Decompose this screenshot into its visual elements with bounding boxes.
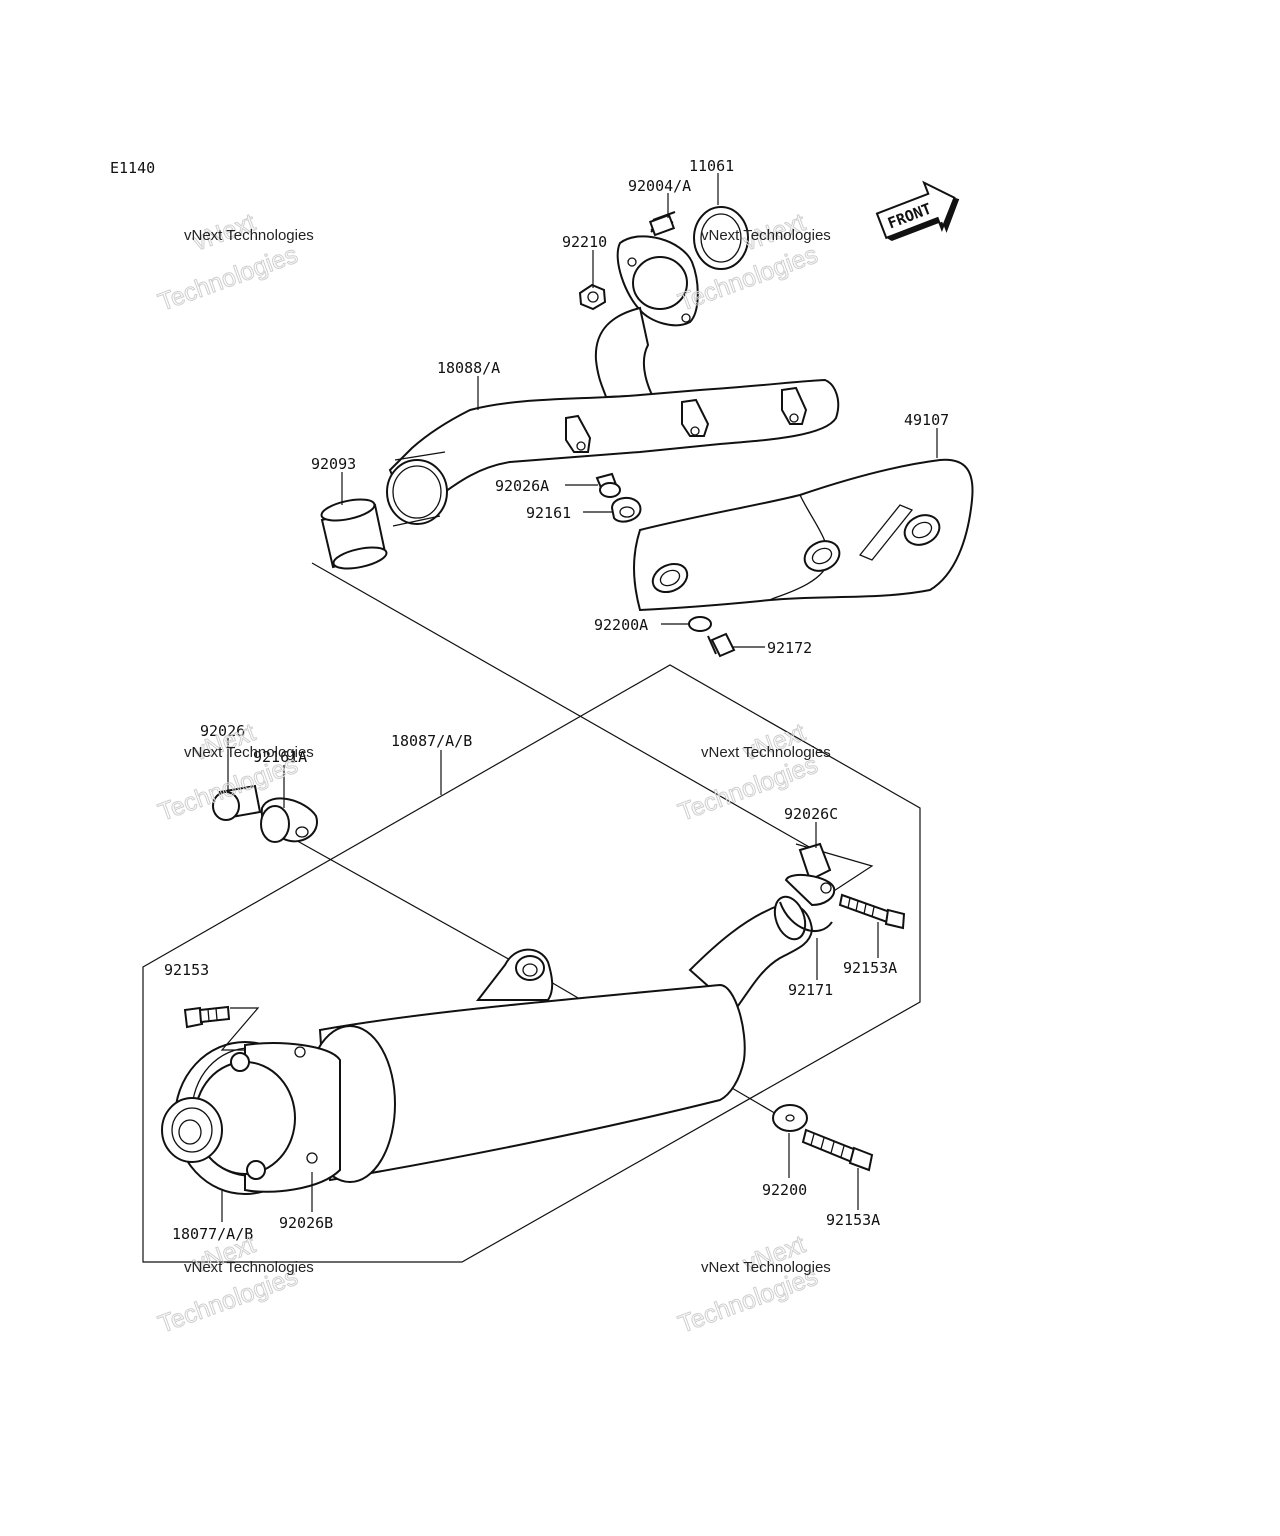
muffler-group-frame (142, 664, 921, 1263)
svg-text:vNext Technologies: vNext Technologies (701, 744, 831, 761)
label-92093: 92093 (311, 455, 356, 473)
label-18087ab: 18087/A/B (391, 732, 472, 750)
svg-text:vNext Technologies: vNext Technologies (184, 227, 314, 244)
label-92210: 92210 (562, 233, 607, 251)
watermark-bottom-left: vNext Technologies vNext Technologies (154, 1230, 314, 1339)
label-92153a-upper: 92153A (843, 959, 897, 977)
heat-guard (633, 458, 974, 612)
svg-text:Technologies: Technologies (155, 241, 302, 317)
muffler (161, 895, 814, 1195)
front-arrow-icon: FRONT (875, 180, 960, 242)
label-11061: 11061 (689, 157, 734, 175)
label-92153a-lower: 92153A (826, 1211, 880, 1229)
exhaust-header-pipe (386, 206, 840, 527)
svg-text:vNext Technologies: vNext Technologies (701, 1259, 831, 1276)
label-92153: 92153 (164, 961, 209, 979)
label-18088a: 18088/A (437, 359, 500, 377)
label-92004a: 92004/A (628, 177, 691, 195)
label-92026a: 92026A (495, 477, 549, 495)
part-labels: 11061 92004/A 92210 18088/A 49107 92093 … (164, 157, 949, 1243)
clamp-bolt (838, 893, 906, 930)
end-cap-bolt (183, 1005, 260, 1051)
watermark-top-left: vNext Technologies vNext Technologies (154, 208, 314, 317)
label-92161a: 92161A (253, 748, 307, 766)
slip-joint-gasket (320, 498, 388, 570)
label-92026c: 92026C (784, 805, 838, 823)
pipe-clamp (779, 842, 836, 932)
label-18077ab: 18077/A/B (172, 1225, 253, 1243)
label-92200: 92200 (762, 1181, 807, 1199)
svg-text:vNext Technologies: vNext Technologies (184, 744, 314, 761)
guard-washer-and-screw (688, 616, 736, 658)
watermark-bottom-right: vNext Technologies vNext Technologies (674, 1230, 831, 1339)
label-92026: 92026 (200, 722, 245, 740)
svg-text:vNext Technologies: vNext Technologies (184, 1259, 314, 1276)
label-92161: 92161 (526, 504, 571, 522)
label-49107: 49107 (904, 411, 949, 429)
svg-text:vNext Technologies: vNext Technologies (701, 227, 831, 244)
diagram-code: E1140 (110, 159, 155, 177)
muffler-collar-and-damper (212, 784, 318, 843)
collar-and-damper (595, 472, 642, 523)
leader-lines (221, 173, 938, 1222)
label-92200a: 92200A (594, 616, 648, 634)
muffler-washer-and-bolt (772, 1104, 874, 1172)
label-92026b: 92026B (279, 1214, 333, 1232)
label-92171: 92171 (788, 981, 833, 999)
label-92172: 92172 (767, 639, 812, 657)
